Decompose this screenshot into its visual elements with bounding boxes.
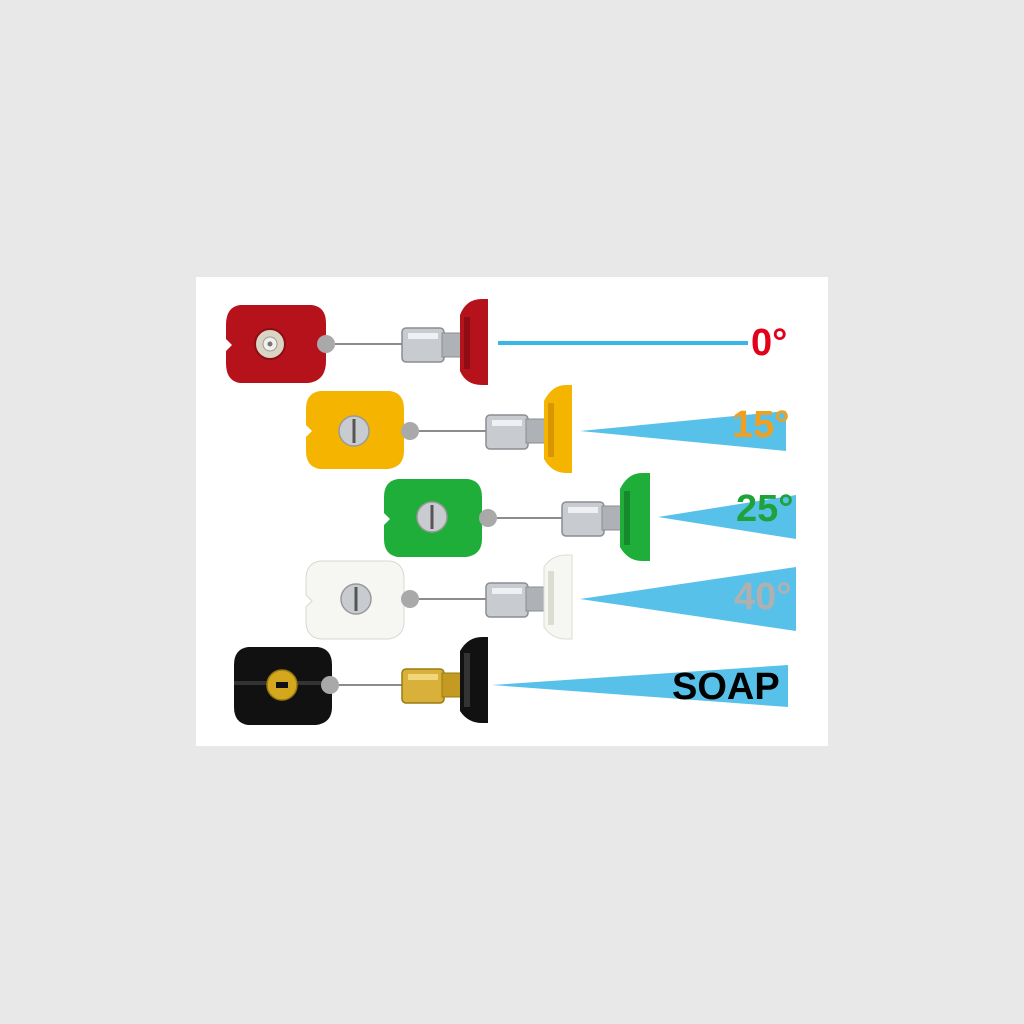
spray-angle-label: 40° [734,576,792,618]
nozzle-row-15-degree: 15° [196,381,828,481]
green-nozzle-graphic [384,473,796,561]
nozzle-row-25-degree: 25° [196,469,828,569]
white-nozzle-graphic [305,554,796,640]
yellow-nozzle-graphic [306,385,786,473]
black-nozzle-graphic [234,637,788,725]
red-nozzle-graphic [226,299,748,385]
spray-type-label: SOAP [672,666,780,708]
nozzle-row-soap: SOAP [196,637,828,741]
product-panel: 0° 15° [196,277,828,746]
nozzle-row-40-degree: 40° [196,554,828,657]
spray-angle-label: 15° [732,404,790,446]
spray-angle-label: 0° [751,322,788,364]
spray-angle-label: 25° [736,488,794,530]
nozzle-row-0-degree: 0° [196,293,828,393]
